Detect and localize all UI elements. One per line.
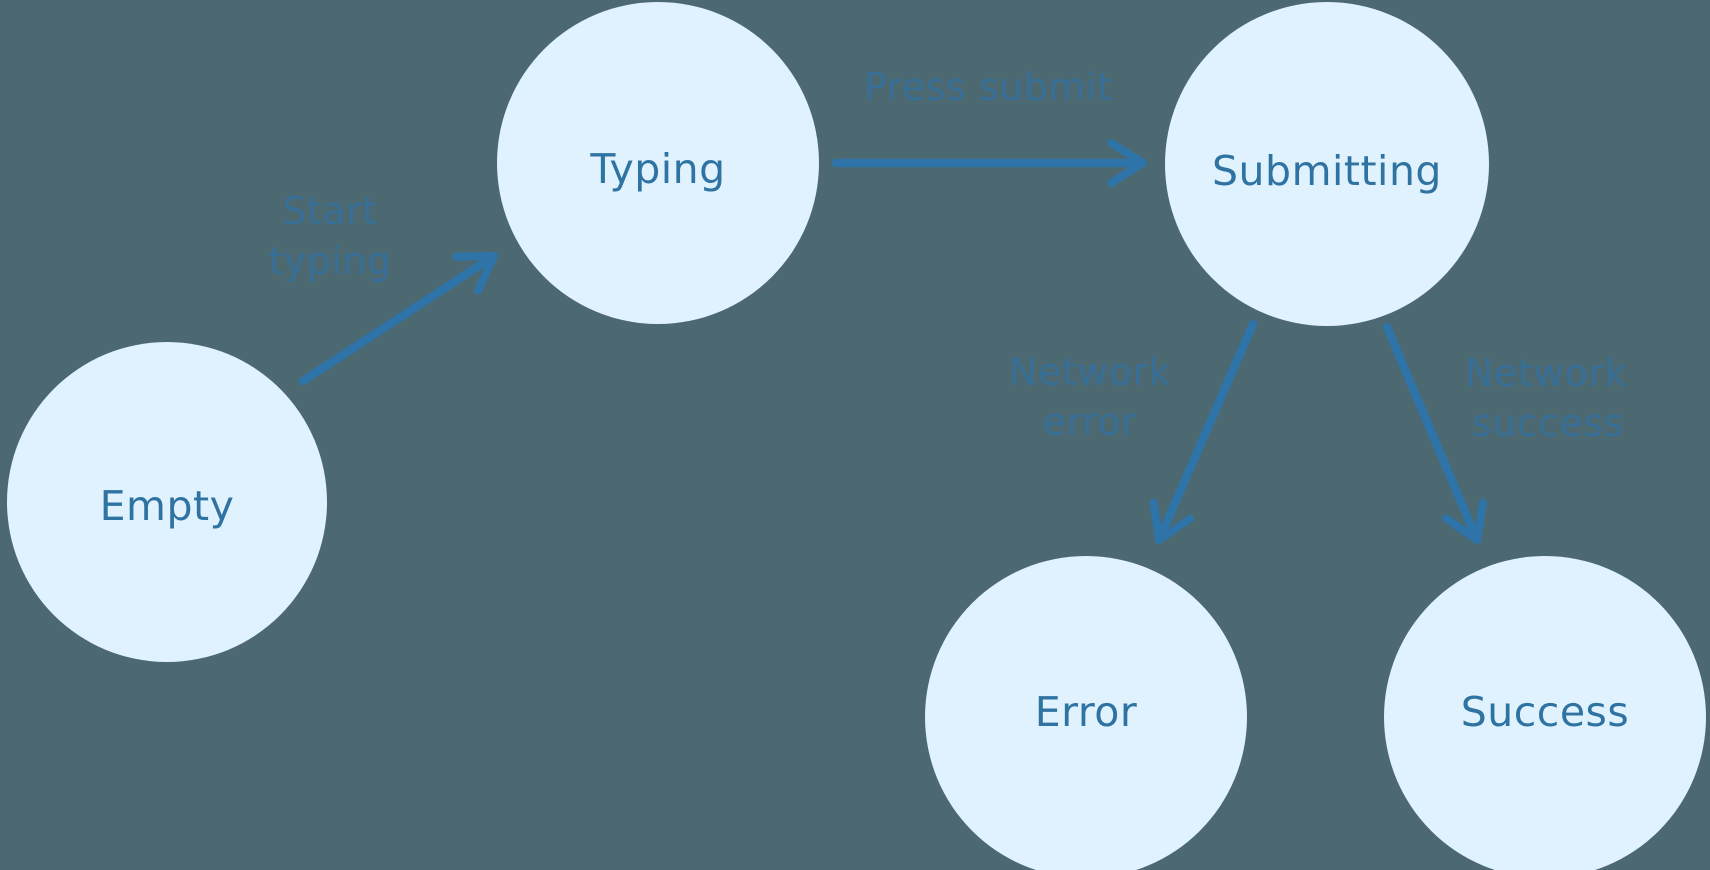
edge-label-line: Start <box>282 189 377 233</box>
edge-label-line: success <box>1472 401 1624 445</box>
node-label: Error <box>1035 688 1137 736</box>
node-label: Typing <box>589 145 725 193</box>
node-label: Submitting <box>1212 147 1442 195</box>
state-circle <box>1384 556 1706 870</box>
edge-press-submit: Press submit <box>831 65 1148 187</box>
edge-label-line: Network <box>1465 351 1627 395</box>
edge-network-error: Network error <box>1009 319 1258 545</box>
edge-label-line: error <box>1043 400 1138 444</box>
node-success: Success <box>1384 556 1706 870</box>
node-label: Empty <box>100 482 235 530</box>
node-submitting: Submitting <box>1165 2 1489 326</box>
edge-label-line: Press submit <box>864 65 1113 109</box>
node-label: Success <box>1461 688 1630 736</box>
edge-label-line: typing <box>268 239 391 283</box>
node-empty: Empty <box>7 342 327 662</box>
state-circle <box>1165 2 1489 326</box>
arrow-submitting-to-success <box>1382 322 1487 545</box>
edge-start-typing: Start typing <box>268 189 499 386</box>
arrow-submitting-to-error <box>1149 319 1258 545</box>
state-circle <box>925 556 1247 870</box>
edge-network-success: Network success <box>1382 322 1627 545</box>
state-circle <box>7 342 327 662</box>
arrow-empty-to-typing <box>298 251 499 386</box>
node-typing: Typing <box>497 2 819 324</box>
edge-label-line: Network <box>1009 350 1171 394</box>
state-circle <box>497 2 819 324</box>
node-error: Error <box>925 556 1247 870</box>
